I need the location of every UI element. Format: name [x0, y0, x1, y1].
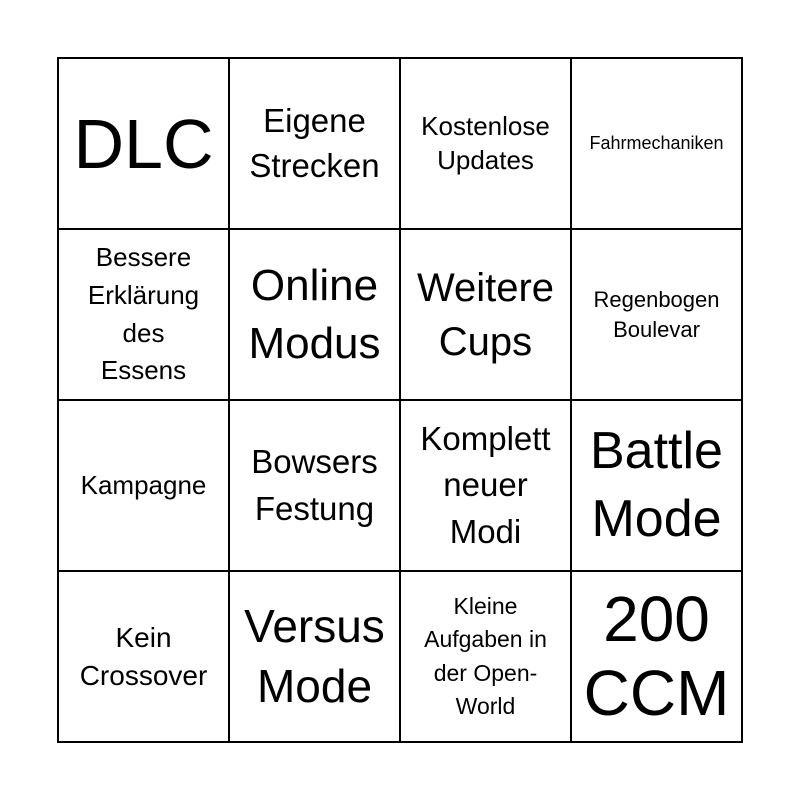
bingo-cell[interactable]: Bowsers Festung [229, 400, 400, 571]
bingo-cell[interactable]: Kampagne [58, 400, 229, 571]
bingo-cell[interactable]: Regenbogen Boulevar [571, 229, 742, 400]
bingo-cell[interactable]: Kein Crossover [58, 571, 229, 742]
bingo-cell[interactable]: Battle Mode [571, 400, 742, 571]
bingo-cell[interactable]: DLC [58, 58, 229, 229]
bingo-grid: DLC Eigene Strecken Kostenlose Updates F… [57, 57, 743, 743]
bingo-cell[interactable]: Weitere Cups [400, 229, 571, 400]
bingo-cell[interactable]: Komplett neuer Modi [400, 400, 571, 571]
bingo-cell[interactable]: 200 CCM [571, 571, 742, 742]
bingo-cell[interactable]: Kostenlose Updates [400, 58, 571, 229]
bingo-cell[interactable]: Bessere Erklärung des Essens [58, 229, 229, 400]
bingo-cell[interactable]: Kleine Aufgaben in der Open- World [400, 571, 571, 742]
bingo-cell[interactable]: Versus Mode [229, 571, 400, 742]
bingo-cell[interactable]: Online Modus [229, 229, 400, 400]
bingo-cell[interactable]: Eigene Strecken [229, 58, 400, 229]
bingo-cell[interactable]: Fahrmechaniken [571, 58, 742, 229]
